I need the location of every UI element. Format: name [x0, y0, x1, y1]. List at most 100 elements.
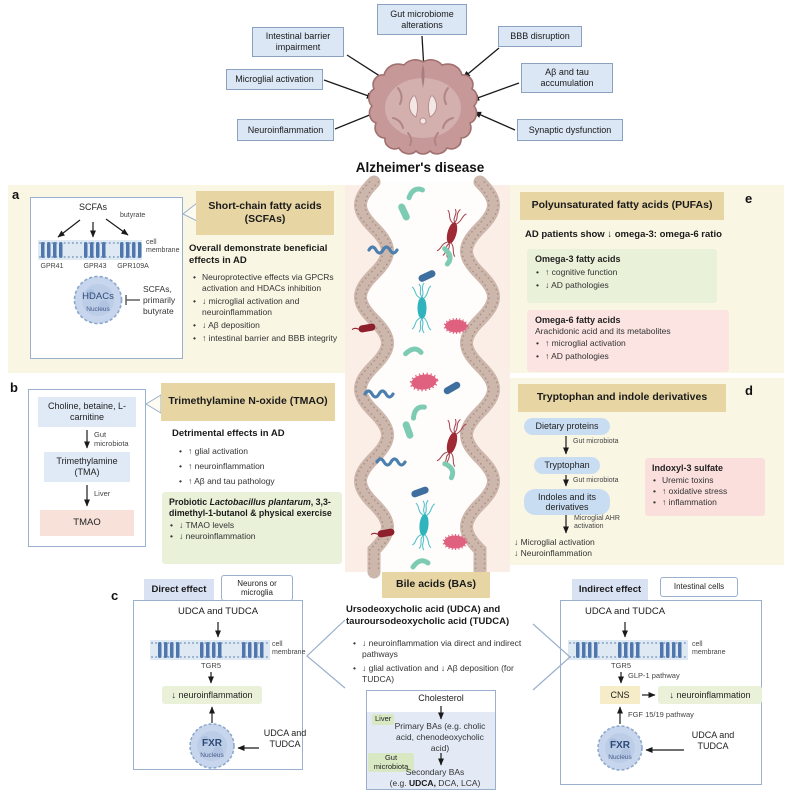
pill-indoles: Indoles and its derivatives: [524, 489, 610, 515]
scfa-nucleus-label: Nucleus: [86, 306, 110, 313]
panel-d-letter: d: [745, 383, 753, 398]
direct-nucleus-label: Nucleus: [200, 752, 224, 759]
direct-fxr-label: FXR: [202, 738, 222, 749]
panel-b-bullet: ↑ neuroinflammation: [178, 461, 338, 472]
secondary-post: DCA, LCA): [435, 778, 481, 789]
omega6-bullet: ↑ microglial activation: [535, 338, 721, 349]
glp1-pathway-label: GLP-1 pathway: [628, 671, 680, 680]
panel-a-header: Short-chain fatty acids (SCFAs): [196, 191, 334, 235]
pill-tryptophan: Tryptophan: [534, 457, 600, 474]
omega3-bullet: ↑ cognitive function: [535, 267, 709, 278]
synthesis-primary-bas: Primary BAs (e.g. cholic acid, chenodeox…: [394, 721, 486, 754]
scfa-cell-membrane-label: cell membrane: [146, 239, 180, 255]
synthesis-cholesterol: Cholesterol: [418, 693, 464, 703]
scfa-diagram-box: [30, 197, 183, 359]
brain-illustration: [368, 59, 478, 155]
label-synaptic-dysfunction: Synaptic dysfunction: [517, 119, 623, 141]
panel-b-bullet: ↑ Aβ and tau pathology: [178, 476, 338, 487]
gpr109a-label: GPR109A: [117, 263, 149, 270]
tryptophan-arrow2-label: Gut microbiota: [573, 477, 619, 484]
omega6-title: Omega-6 fatty acids: [535, 315, 621, 325]
probiotic-bullet: ↓ neuroinflammation: [169, 531, 335, 542]
panel-a-bullet: Neuroprotective effects via GPCRs activa…: [192, 272, 340, 294]
panel-a-bullet: ↓ microglial activation and neuroinflamm…: [192, 296, 340, 318]
indirect-input-label: UDCA and TUDCA: [584, 606, 666, 617]
indirect-effect-title: Indirect effect: [572, 579, 648, 600]
panel-b-subtitle: Detrimental effects in AD: [172, 428, 285, 439]
omega3-title: Omega-3 fatty acids: [535, 254, 621, 264]
hdacs-label: HDACs: [82, 291, 114, 302]
indoxyl-bullet: ↑ inflammation: [652, 497, 758, 508]
panel-c-bullet: ↓ glial activation and ↓ Aβ deposition (…: [352, 663, 538, 685]
panel-a-letter: a: [12, 187, 20, 202]
panel-d-header: Tryptophan and indole derivatives: [518, 384, 726, 412]
omega6-box: Omega-6 fatty acids Arachidonic acid and…: [527, 310, 729, 372]
panel-c-bullet: ↓ neuroinflammation via direct and indir…: [352, 638, 538, 660]
label-gut-microbiome-alterations: Gut microbiome alterations: [377, 4, 467, 35]
ba-synthesis-lower-band: [367, 712, 495, 789]
tryptophan-arrow1-label: Gut microbiota: [573, 438, 619, 445]
panel-b-header: Trimethylamine N-oxide (TMAO): [161, 383, 335, 421]
tmao-arrow2-label: Liver: [94, 489, 111, 498]
omega3-box: Omega-3 fatty acids ↑ cognitive function…: [527, 249, 717, 303]
indirect-nucleus-label: Nucleus: [608, 754, 632, 761]
indoxyl-bullet: Uremic toxins: [652, 475, 758, 486]
indirect-cell-membrane-label: cell membrane: [692, 641, 726, 657]
probiotic-box: Probiotic Lactobacillus plantarum, 3,3-d…: [162, 492, 342, 564]
probiotic-bullet: ↓ TMAO levels: [169, 520, 335, 531]
direct-cell-membrane-label: cell membrane: [272, 641, 306, 657]
panel-e-header: Polyunsaturated fatty acids (PUFAs): [520, 192, 724, 220]
gut-strip-background: [345, 185, 510, 572]
indoxyl-bullet: ↑ oxidative stress: [652, 486, 758, 497]
secondary-pre: (e.g.: [389, 778, 410, 789]
panel-e-subtitle: AD patients show ↓ omega-3: omega-6 rati…: [525, 229, 722, 240]
synthesis-liver-label: Liver: [372, 714, 395, 725]
synthesis-secondary-line2: (e.g. UDCA, DCA, LCA): [378, 778, 492, 789]
tmao-arrow1-label: Gut microbiota: [94, 430, 129, 448]
panel-a-bullet: ↑ intestinal barrier and BBB integrity: [192, 333, 340, 344]
tryptophan-arrow3-label: Microglial AHR activation: [574, 515, 620, 531]
label-abeta-tau-accumulation: Aβ and tau accumulation: [521, 63, 613, 93]
indoxyl-title: Indoxyl-3 sulfate: [652, 463, 724, 473]
secondary-udca: UDCA,: [409, 778, 436, 789]
tmao-step-tmao: TMAO: [40, 510, 134, 536]
scfas-label: SCFAs: [78, 202, 107, 212]
label-intestinal-barrier-impairment: Intestinal barrier impairment: [252, 27, 344, 57]
omega6-bullet: ↑ AD pathologies: [535, 351, 721, 362]
probiotic-text: Probiotic Lactobacillus plantarum, 3,3-d…: [169, 497, 335, 519]
panel-a-subtitle: Overall demonstrate beneficial effects i…: [189, 243, 328, 267]
probiotic-species: Lactobacillus plantarum: [209, 497, 311, 507]
probiotic-prefix: Probiotic: [169, 497, 210, 507]
label-neuroinflammation: Neuroinflammation: [237, 119, 334, 141]
label-microglial-activation: Microglial activation: [226, 69, 323, 90]
tmao-step-choline: Choline, betaine, L-carnitine: [38, 397, 136, 427]
indirect-tgr5-label: TGR5: [610, 661, 631, 670]
omega3-bullet: ↓ AD pathologies: [535, 280, 709, 291]
panel-b-bullet: ↑ glial activation: [178, 446, 338, 457]
tryptophan-result1: ↓ Microglial activation: [514, 537, 595, 547]
gpr43-label: GPR43: [83, 263, 107, 270]
direct-tgr5-label: TGR5: [200, 661, 221, 670]
indirect-fxr-label: FXR: [610, 740, 630, 751]
tmao-step-tma: Trimethylamine (TMA): [44, 452, 130, 482]
panel-c-header: Bile acids (BAs): [382, 572, 490, 598]
fgf-pathway-label: FGF 15/19 pathway: [628, 710, 694, 719]
panel-b-bullets: ↑ glial activation ↑ neuroinflammation ↑…: [178, 446, 338, 489]
direct-input-label: UDCA and TUDCA: [177, 606, 259, 617]
indirect-result-box: ↓ neuroinflammation: [658, 686, 762, 704]
figure-title: Alzheimer's disease: [355, 160, 485, 175]
tryptophan-results: ↓ Microglial activation ↓ Neuroinflammat…: [514, 537, 634, 559]
indirect-input2-label: UDCA and TUDCA: [691, 730, 735, 752]
direct-cells-label: Neurons or microglia: [221, 575, 293, 601]
indirect-cells-label: Intestinal cells: [660, 577, 738, 597]
panel-a-bullets: Neuroprotective effects via GPCRs activa…: [192, 272, 340, 346]
panel-a-bullet: ↓ Aβ deposition: [192, 320, 340, 331]
synthesis-secondary-line1: Secondary BAs: [405, 767, 465, 777]
direct-effect-title: Direct effect: [144, 579, 214, 600]
indoxyl-box: Indoxyl-3 sulfate Uremic toxins ↑ oxidat…: [645, 458, 765, 516]
butyrate-label: butyrate: [120, 212, 146, 219]
panel-e-letter: e: [745, 191, 753, 206]
label-bbb-disruption: BBB disruption: [498, 26, 582, 47]
panel-b-letter: b: [10, 380, 18, 395]
